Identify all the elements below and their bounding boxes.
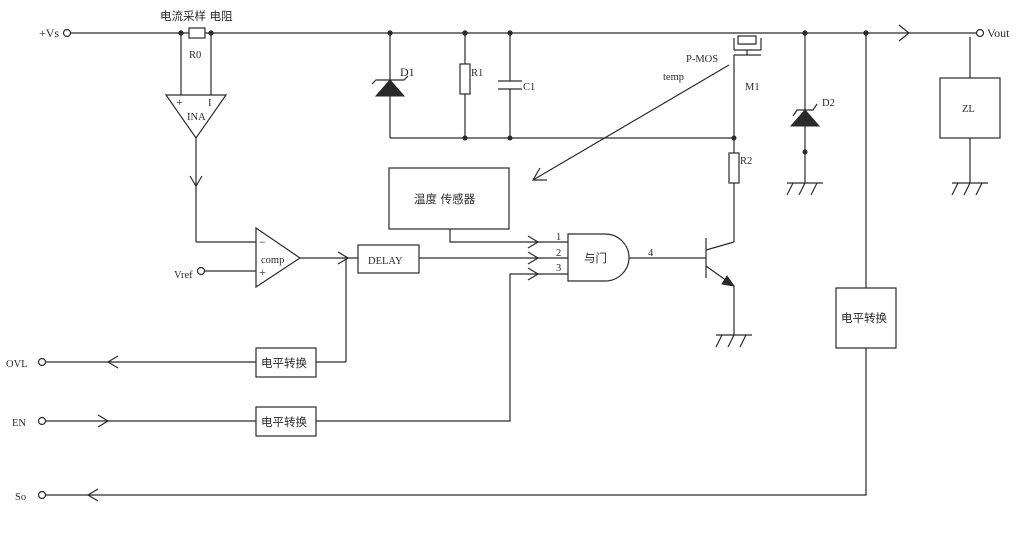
pin-3-label: 3 xyxy=(556,263,561,274)
ina-amplifier xyxy=(164,94,228,140)
en-label: EN xyxy=(12,418,26,429)
resistor-r1 xyxy=(459,33,471,138)
so-output-wire xyxy=(37,348,867,502)
level-shifter-so-box xyxy=(835,287,897,349)
level-shifter-ovl-label: 电平转换 xyxy=(261,356,307,370)
ina-plus: + xyxy=(176,95,183,109)
pin-2-label: 2 xyxy=(556,248,561,259)
and-gate xyxy=(567,233,630,282)
zl-label: ZL xyxy=(962,104,975,115)
gate-bus xyxy=(390,135,737,141)
shunt-title: 电流采样 电阻 xyxy=(160,9,233,23)
npn-transistor xyxy=(705,238,752,348)
so-label: So xyxy=(15,492,26,503)
capacitor-c1 xyxy=(498,33,522,138)
pin-4-label: 4 xyxy=(648,248,654,259)
vref-label: Vref xyxy=(174,270,193,281)
shunt-resistor-r0 xyxy=(188,27,206,39)
level-shifter-ovl-box xyxy=(255,347,317,378)
en-input-line xyxy=(37,414,256,428)
comp-minus: − xyxy=(259,235,266,249)
m1-label: M1 xyxy=(745,82,760,93)
ovl-output-wire xyxy=(37,355,256,369)
ina-inputs xyxy=(180,33,212,97)
temp-sensor-label: 温度 传感器 xyxy=(414,192,476,206)
vref-input xyxy=(196,266,256,276)
supply-rail xyxy=(62,24,976,42)
load-zl-box xyxy=(939,77,1001,139)
diode-d1 xyxy=(371,33,409,138)
pmos-label: P-MOS xyxy=(686,54,718,65)
temp-sensor-wire xyxy=(449,229,568,249)
vs-label: +Vs xyxy=(39,26,59,40)
comp-label: comp xyxy=(261,255,284,266)
and-gate-label: 与门 xyxy=(584,251,607,265)
ovl-label: OVL xyxy=(6,359,28,370)
ina-label: INA xyxy=(187,112,206,123)
level-shifter-en-label: 电平转换 xyxy=(261,415,307,429)
c1-label: C1 xyxy=(523,82,535,93)
diode-d2 xyxy=(789,33,821,183)
d1-label: D1 xyxy=(400,65,415,79)
level-shifter-so-label: 电平转换 xyxy=(841,311,887,325)
r0-label: R0 xyxy=(189,50,201,61)
vout-label: Vout xyxy=(987,26,1010,40)
delay-label: DELAY xyxy=(368,256,403,267)
comp-plus: + xyxy=(259,265,266,279)
temp-label: temp xyxy=(663,72,684,83)
d2-label: D2 xyxy=(822,98,835,109)
delay-box xyxy=(357,244,420,274)
ground-zl xyxy=(951,138,988,196)
thermal-coupling-arrow xyxy=(531,64,730,181)
r2-label: R2 xyxy=(740,156,752,167)
comparator xyxy=(255,226,302,289)
vout-terminal xyxy=(975,28,985,38)
pin-1-label: 1 xyxy=(556,232,561,243)
ina-minus: I xyxy=(208,98,212,109)
ground-d2 xyxy=(786,182,823,196)
pmos-m1 xyxy=(733,35,762,138)
temp-sensor-box xyxy=(388,167,510,230)
ina-output-wire xyxy=(189,138,256,243)
delay-output-wire xyxy=(419,251,568,265)
en-input-wire xyxy=(316,267,568,422)
comp-output-wire xyxy=(300,251,358,363)
resistor-r2 xyxy=(728,138,740,242)
level-shifter-en-box xyxy=(255,406,317,437)
r1-label: R1 xyxy=(471,68,483,79)
